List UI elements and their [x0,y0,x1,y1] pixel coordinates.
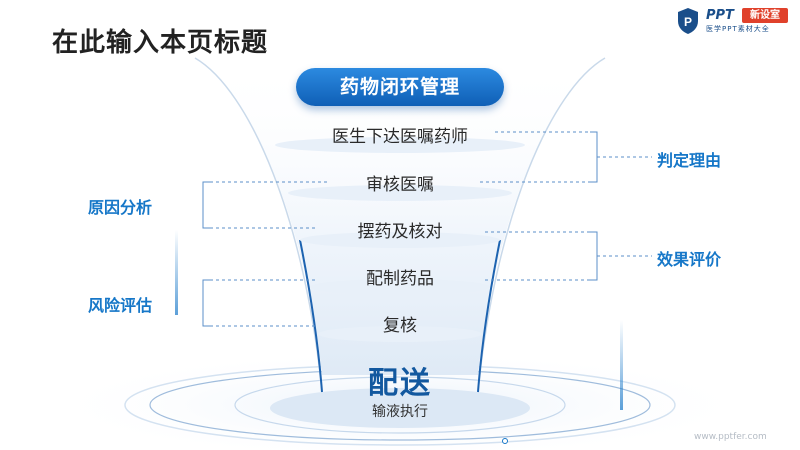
funnel-left-accent [299,239,323,393]
funnel-body [195,58,605,375]
funnel-header: 药物闭环管理 [296,68,504,106]
floor-ring-inner [234,376,566,434]
left-bracket-2 [202,279,318,327]
funnel-step-5: 复核 [383,316,417,336]
watermark: www.pptfer.com [694,432,767,442]
step-band [288,185,512,201]
side-label-right-1: 判定理由 [657,151,722,170]
side-label-left-2: 风险评估 [88,296,153,315]
funnel-step-4: 配制药品 [366,269,434,289]
funnel-step-1: 医生下达医嘱药师 [332,127,468,147]
side-label-left-1: 原因分析 [88,198,153,217]
left-bracket-1 [202,181,330,229]
side-label-right-2: 效果评价 [657,250,722,269]
funnel-step-2: 审核医嘱 [366,175,434,195]
svg-text:P: P [684,15,692,29]
step-band [275,137,525,153]
step-band [310,279,490,295]
floor-dot [502,438,508,444]
funnel-right-edge [477,57,606,393]
logo-text: PPT [706,8,734,23]
step-band [318,326,482,342]
funnel-step-3: 摆药及核对 [357,222,443,242]
right-vertical-accent [620,320,623,410]
step-band [300,232,500,248]
logo-subtitle: 医学PPT素材大全 [706,25,770,33]
funnel-final-sub: 输液执行 [372,404,428,420]
shield-logo-icon: P [678,8,698,34]
funnel-right-accent [477,239,501,393]
right-bracket-1 [480,131,652,183]
right-bracket-2 [485,231,652,281]
logo-badge: 新设室 [742,8,788,23]
page-title: 在此输入本页标题 [52,28,269,58]
floor-disc [270,388,530,428]
funnel-final-main: 配送 [368,366,432,401]
left-vertical-accent [175,230,178,315]
